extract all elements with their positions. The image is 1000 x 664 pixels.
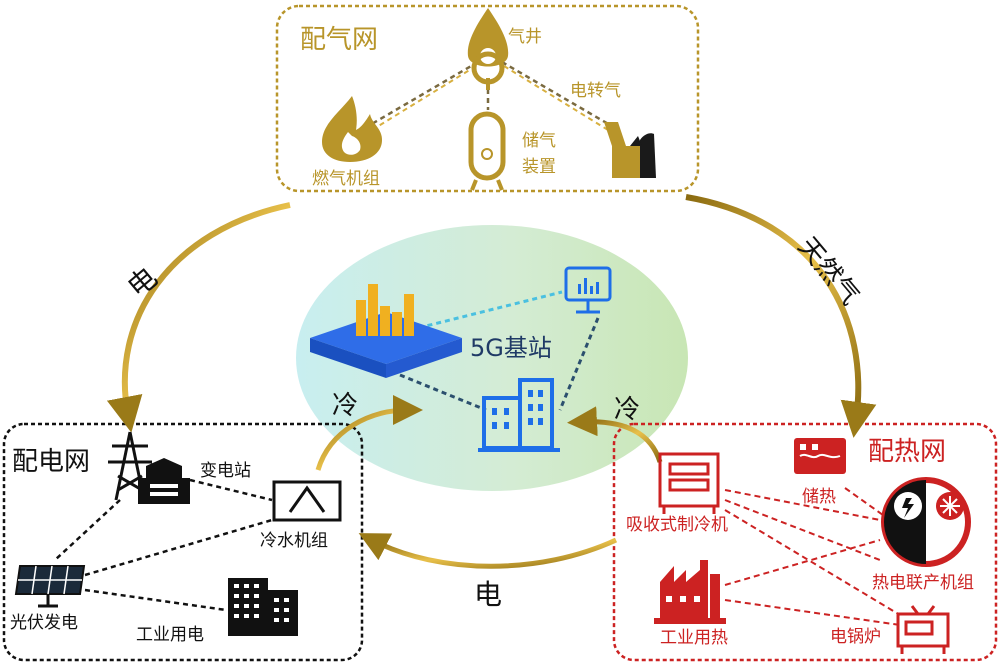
industrial-power-label: 工业用电 [136, 625, 204, 645]
base-station-platform-icon [310, 284, 462, 378]
monitor-chart-icon [564, 266, 612, 314]
power-to-gas-label: 电转气 [570, 81, 621, 101]
electric-boiler-icon [896, 605, 950, 654]
base-station-label: 5G基站 [470, 334, 552, 362]
heat-network-title: 配热网 [868, 437, 946, 467]
flow-cold-right: 冷 [614, 395, 640, 425]
center-links [399, 290, 600, 412]
water-chiller-icon [272, 480, 342, 522]
arrow-cold-left [315, 395, 423, 471]
heat-storage-icon [794, 438, 846, 474]
substation-icon [138, 458, 190, 504]
chp-unit-icon [881, 477, 971, 567]
substation-label: 变电站 [200, 461, 251, 481]
water-chiller-label: 冷水机组 [260, 531, 328, 551]
gas-storage-label-2: 装置 [522, 157, 556, 177]
flame-icon [322, 96, 382, 162]
arrow-gas-to-power [106, 202, 291, 433]
flow-natural-gas: 天然气 [792, 232, 865, 311]
factory-building-icon [228, 578, 298, 636]
buildings-windows [492, 390, 543, 429]
arrow-gas-to-heat [685, 194, 877, 438]
power-network-box [2, 422, 364, 662]
flow-electricity-left: 电 [121, 261, 164, 304]
heat-storage-label: 储热 [802, 487, 836, 507]
absorption-chiller-icon [658, 452, 720, 514]
absorption-chiller-label: 吸收式制冷机 [626, 515, 728, 535]
pv-label: 光伏发电 [10, 613, 78, 633]
chp-label: 热电联产机组 [872, 573, 974, 593]
gas-turbine-label: 燃气机组 [312, 169, 380, 189]
flow-electricity-bottom: 电 [474, 578, 502, 611]
buildings-icon [478, 378, 560, 452]
gas-storage-icon [468, 111, 506, 191]
arrow-cold-right [567, 406, 663, 463]
industrial-heat-label: 工业用热 [660, 628, 728, 648]
gas-well-icon [467, 8, 509, 90]
power-to-gas-icon [604, 122, 656, 178]
heat-links [724, 487, 901, 626]
solar-panel-icon [14, 565, 86, 608]
electric-boiler-label: 电锅炉 [830, 627, 881, 647]
gas-well-label: 气井 [508, 27, 542, 47]
flow-cold-left: 冷 [332, 391, 358, 421]
power-links [54, 478, 273, 612]
gas-storage-label-1: 储气 [522, 131, 556, 151]
industrial-heat-icon [654, 560, 726, 624]
arrow-elec-bottom [358, 533, 618, 569]
power-network-title: 配电网 [12, 447, 90, 477]
gas-network-title: 配气网 [300, 25, 378, 55]
